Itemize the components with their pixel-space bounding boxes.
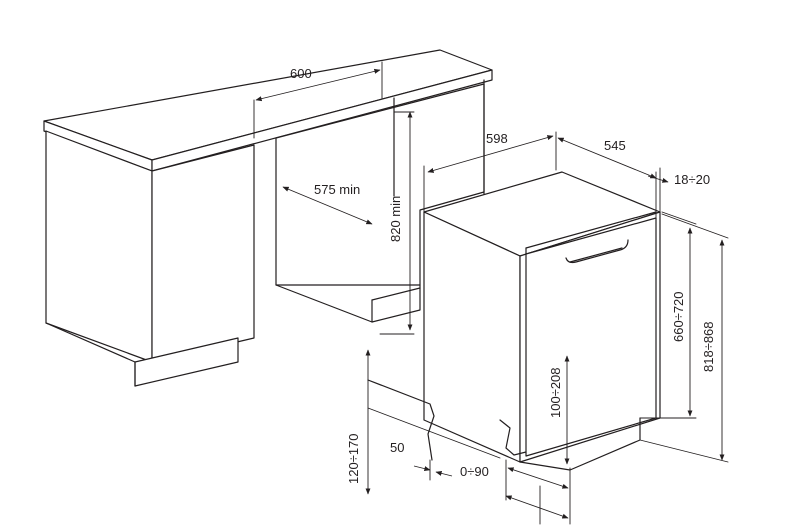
label-niche-depth: 575 min [314,182,360,197]
dimension-labels: 600 575 min 820 min 598 545 18÷20 660÷72… [290,66,716,484]
label-appliance-width: 598 [486,131,508,146]
label-appliance-depth: 545 [604,138,626,153]
dishwasher [423,171,661,471]
label-panel-thickness: 18÷20 [674,172,710,187]
label-niche-height: 820 min [388,196,403,242]
cabinet-side [45,130,153,363]
label-overall-height: 818÷868 [701,321,716,372]
appliance-plinth [499,419,527,456]
plinth-profile [367,379,501,461]
label-worktop-depth: 600 [290,66,312,81]
label-plinth-height: 120÷170 [346,433,361,484]
dimension-lines [253,61,729,525]
kitchen-cabinet [43,49,493,387]
cabinet-front [151,144,255,363]
furniture-door-panel [525,217,657,457]
label-door-offset: 0÷90 [460,464,489,479]
label-plinth-setback: 50 [390,440,404,455]
door-handle [565,239,629,264]
label-door-height: 660÷720 [671,291,686,342]
label-plinth-adjust: 100÷208 [548,367,563,418]
